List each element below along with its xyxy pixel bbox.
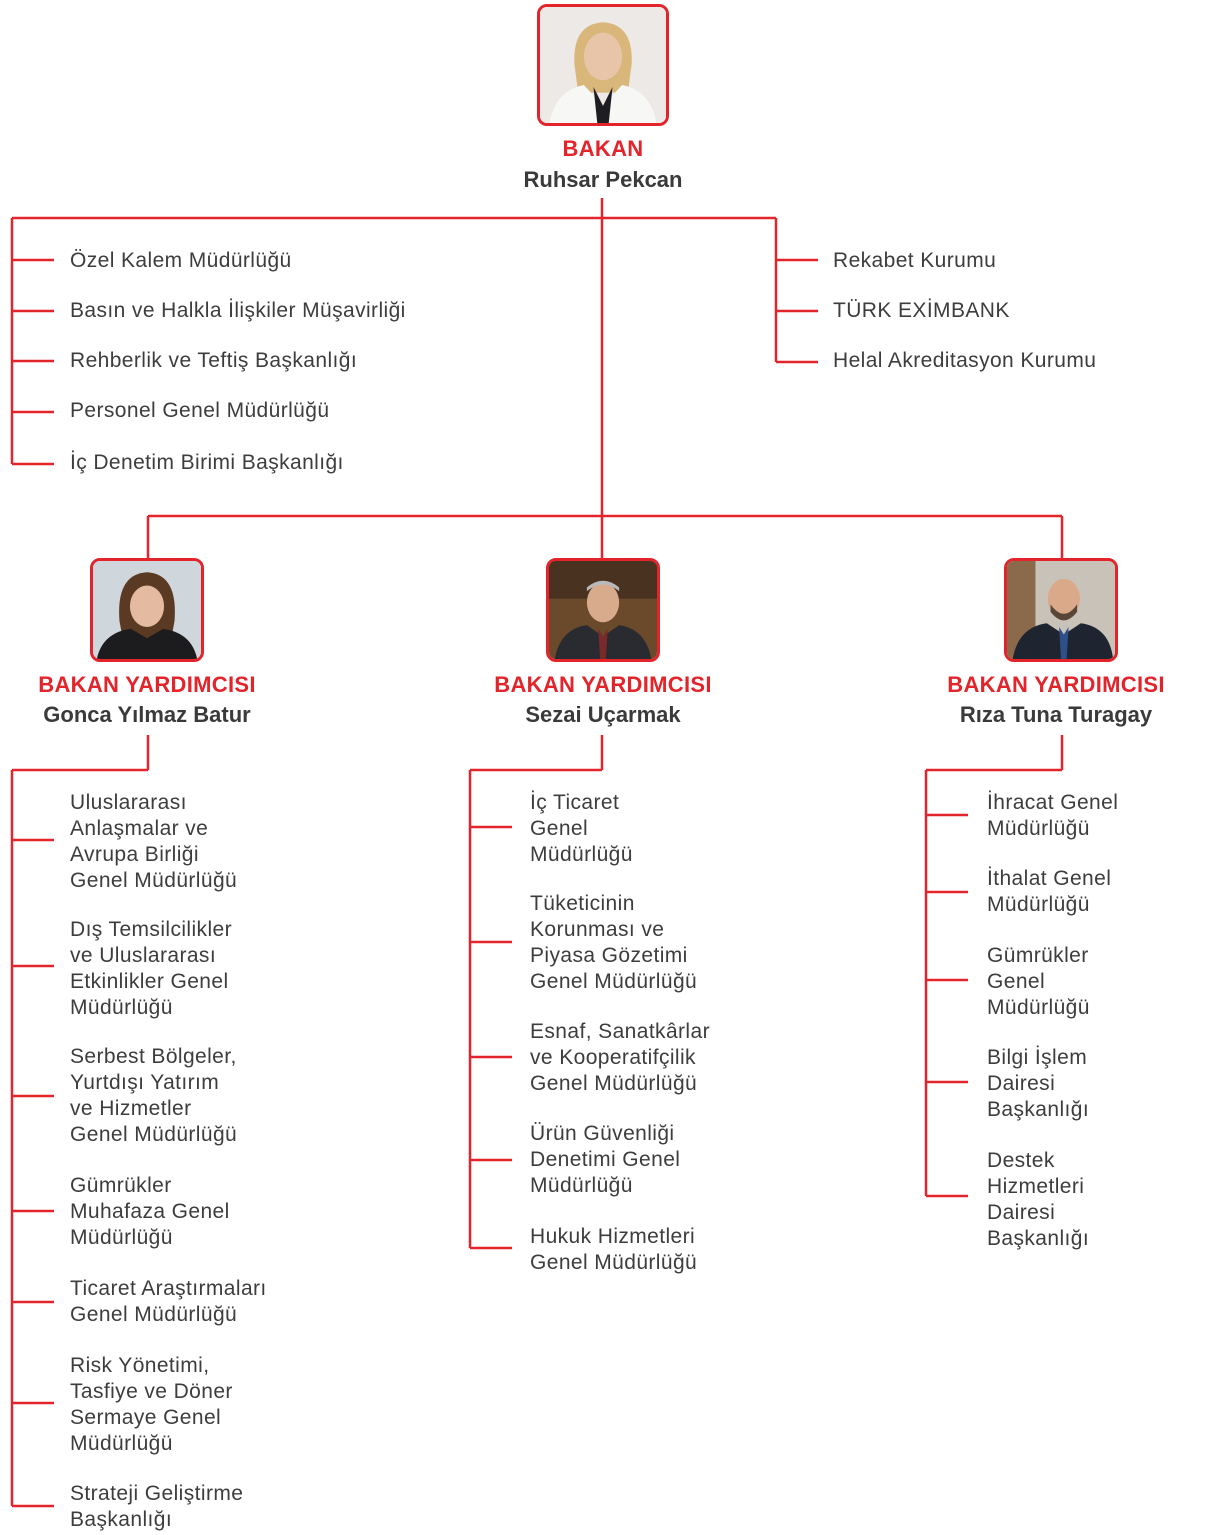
minister-right-unit: TÜRK EXİMBANK [833, 299, 1010, 322]
deputy-name: Sezai Uçarmak [525, 702, 681, 727]
minister-left-unit: Özel Kalem Müdürlüğü [70, 249, 292, 272]
deputy-photo [90, 558, 204, 662]
deputy-photo [1004, 558, 1118, 662]
deputy-title: BAKAN YARDIMCISI [947, 672, 1165, 697]
minister-right-unit: Rekabet Kurumu [833, 249, 997, 272]
deputy-photo [546, 558, 660, 662]
minister-photo [537, 4, 669, 126]
deputy-title: BAKAN YARDIMCISI [494, 672, 712, 697]
deputy-name: Gonca Yılmaz Batur [43, 702, 251, 727]
minister-left-unit: Personel Genel Müdürlüğü [70, 399, 330, 422]
minister-left-unit: Basın ve Halkla İlişkiler Müşavirliği [70, 299, 406, 322]
minister-title: BAKAN [562, 136, 644, 161]
minister-right-unit: Helal Akreditasyon Kurumu [833, 349, 1097, 372]
deputy-title: BAKAN YARDIMCISI [38, 672, 256, 697]
minister-left-unit: Rehberlik ve Teftiş Başkanlığı [70, 349, 358, 372]
minister-left-unit: İç Denetim Birimi Başkanlığı [70, 451, 344, 474]
deputy-name: Rıza Tuna Turagay [959, 702, 1153, 727]
minister-name: Ruhsar Pekcan [523, 167, 683, 192]
